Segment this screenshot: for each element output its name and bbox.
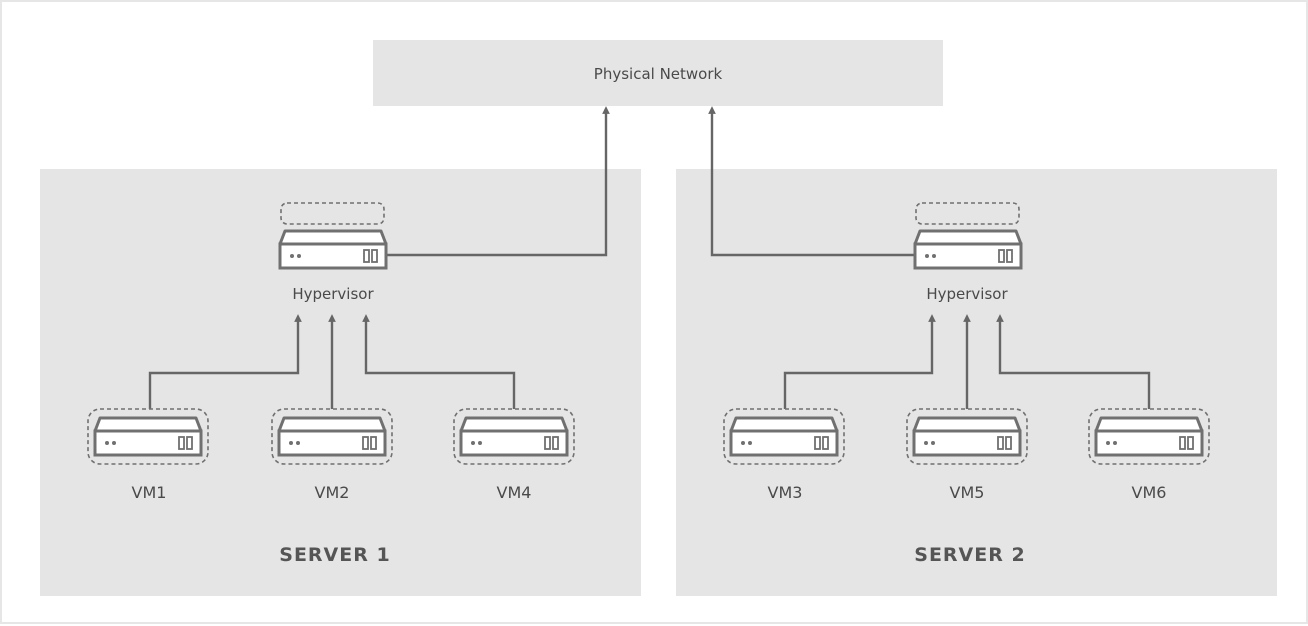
physical-network: Physical Network [373,40,943,106]
uplink-server-2 [708,106,919,257]
vm3-link [783,314,936,409]
server-icon [93,416,203,457]
server-icon [277,416,387,457]
uplink-server-1 [384,106,610,257]
vm4-link [362,314,516,409]
hypervisor-1: Hypervisor [278,202,388,303]
vm1-link [148,314,302,409]
physical-network-label: Physical Network [594,65,723,83]
server-icon [459,416,569,457]
vm-node-vm1: VM1 [87,408,209,502]
dashed-outline-icon [280,202,385,225]
vm-node-vm6: VM6 [1088,408,1210,502]
vm-node-vm3: VM3 [723,408,845,502]
vm-node-vm2: VM2 [271,408,393,502]
server-2-label: SERVER 2 [914,544,1025,566]
vm-label: VM1 [132,483,167,502]
vm6-link [996,314,1151,409]
server-icon [1094,416,1204,457]
server-icon [913,229,1023,270]
server-icon [912,416,1022,457]
hypervisor-1-label: Hypervisor [292,285,374,303]
server-icon [729,416,839,457]
vm-node-vm5: VM5 [906,408,1028,502]
vm-node-vm4: VM4 [453,408,575,502]
vm-label: VM6 [1132,483,1167,502]
vm-label: VM2 [315,483,350,502]
hypervisor-2: Hypervisor [913,202,1023,303]
vm-label: VM3 [768,483,803,502]
vm-label: VM5 [950,483,985,502]
hypervisor-2-label: Hypervisor [926,285,1008,303]
dashed-outline-icon [915,202,1020,225]
server-icon [278,229,388,270]
vm-label: VM4 [497,483,532,502]
server-1-label: SERVER 1 [279,544,390,566]
